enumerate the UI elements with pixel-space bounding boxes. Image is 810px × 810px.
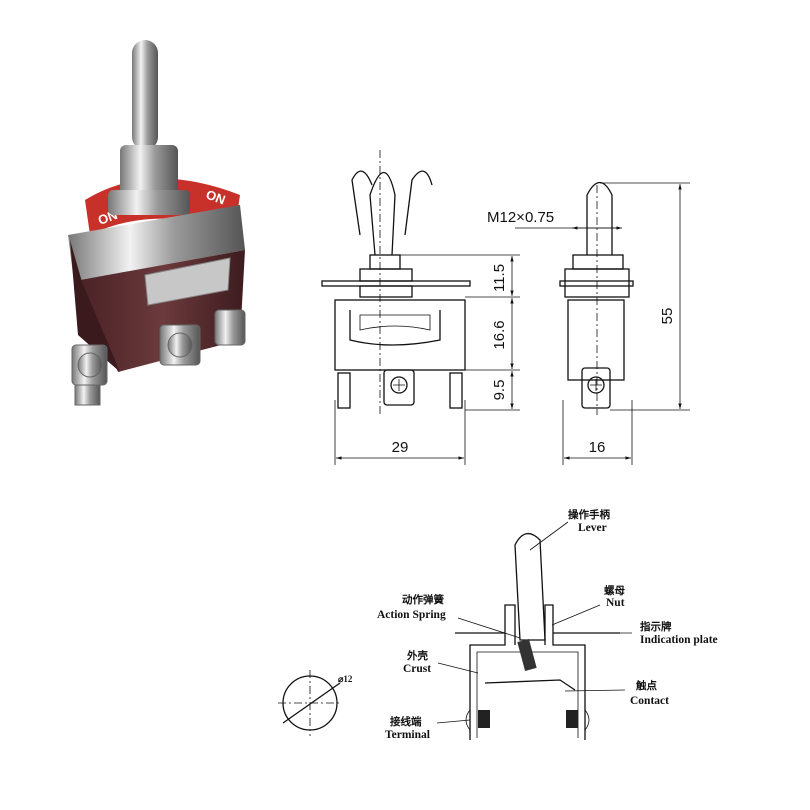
cutout-diameter-label: ⌀12 xyxy=(338,674,353,684)
terminal-label-cn: 接线端 xyxy=(390,715,422,728)
indication-plate-label-cn: 指示牌 xyxy=(640,620,672,633)
toggle-switch-photo: ON ON xyxy=(68,40,246,406)
contact-label-en: Contact xyxy=(630,695,669,707)
lever-label-cn: 操作手柄 xyxy=(568,508,610,521)
action-spring-label-cn: 动作弹簧 xyxy=(402,593,444,606)
indication-plate-label-en: Indication plate xyxy=(640,634,718,646)
terminal-label-en: Terminal xyxy=(385,729,430,741)
leader-lines xyxy=(436,521,632,724)
front-view-drawing: 11.5 16.6 9.5 29 xyxy=(321,150,520,465)
plate-text-on-2: ON xyxy=(204,187,227,208)
lever-label-en: Lever xyxy=(578,522,607,534)
dim-bushing-height: 11.5 xyxy=(491,264,508,292)
crust-label-cn: 外壳 xyxy=(406,649,428,662)
part-labels: 操作手柄 Lever 螺母 Nut 动作弹簧 Action Spring 指示牌… xyxy=(377,508,718,741)
photo-lever xyxy=(132,40,158,150)
crust-label-en: Crust xyxy=(403,663,431,675)
panel-cutout-drawing: ⌀12 xyxy=(278,670,353,736)
dim-side-width: 16 xyxy=(589,439,606,456)
contact-label-cn: 触点 xyxy=(635,679,657,692)
dim-front-width: 29 xyxy=(392,439,409,456)
action-spring-label-en: Action Spring xyxy=(377,609,446,621)
side-view-drawing: M12×0.75 55 16 xyxy=(487,181,690,465)
dim-thread: M12×0.75 xyxy=(487,209,554,226)
nut-label-en: Nut xyxy=(606,597,625,609)
nut-label-cn: 螺母 xyxy=(604,584,625,597)
dim-terminal-height: 9.5 xyxy=(491,380,508,401)
dim-body-height: 16.6 xyxy=(491,320,508,349)
cross-section-drawing xyxy=(455,533,620,740)
dim-total-height: 55 xyxy=(659,308,676,325)
